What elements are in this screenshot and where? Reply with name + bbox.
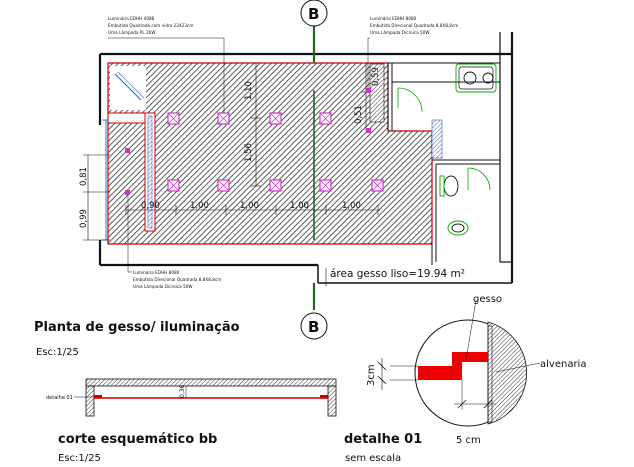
fixture-square-2 [217, 112, 230, 125]
dim-h1: 0,90 [141, 201, 160, 211]
door-swings [397, 87, 491, 191]
fixture-label-tl-1: Luminária EDHH 4088 [108, 16, 155, 21]
dim-h3: 1,00 [240, 201, 259, 211]
detail-gesso-label: gesso [473, 294, 502, 305]
dim-v4: 0,51 [354, 105, 364, 124]
spot-fixture-4 [366, 128, 371, 133]
dim-v5: 0,81 [79, 167, 89, 186]
detail-dim-horizontal: 5 cm [456, 435, 481, 446]
leader-lines [108, 37, 370, 273]
fixture-label-tr-2: Embutida Direcional Quadrada 8,8X8,8cm [370, 23, 458, 28]
dim-v3: 0,59 [371, 67, 381, 86]
section-marker-top: B [300, 0, 328, 27]
left-column [107, 112, 151, 124]
light-fixtures [125, 88, 384, 195]
plan-title: Planta de gesso/ iluminação [34, 320, 240, 335]
fixture-square-3 [269, 112, 282, 125]
fixture-label-top-left: Luminária EDHH 4088 Embutida Quadrada co… [108, 16, 193, 35]
fixture-label-b-2: Embutida Direcional Quadrada 8,8X8,8cm [133, 277, 221, 282]
spot-fixture-3 [366, 88, 371, 93]
fixture-label-tl-3: Uma Lâmpada PL 26W [108, 30, 155, 35]
fixture-square-9 [371, 179, 384, 192]
plan-scale: Esc:1/25 [36, 347, 79, 358]
dimension-texts: 0,90 1,00 1,00 1,00 1,00 1,10 1,56 0,59 … [79, 67, 381, 228]
fixture-label-b-3: Uma Lâmpada Dicroica 50W [133, 284, 193, 289]
section-height-label: 0,36 [179, 384, 186, 398]
fixture-square-5 [167, 179, 180, 192]
fixture-square-8 [319, 179, 332, 192]
fixture-square-6 [217, 179, 230, 192]
section-marker-bottom: B [300, 312, 328, 340]
section-marker-bottom-label: B [308, 318, 319, 336]
fixture-label-top-right: Luminária EDHH 8080 Embutida Direcional … [370, 16, 458, 35]
dim-v2: 1,56 [244, 143, 254, 162]
detail-alvenaria-label: alvenaria [540, 359, 586, 370]
fixture-label-b-1: Luminária EDHH 8080 [133, 270, 180, 275]
toilet-fixture [439, 175, 469, 236]
outer-walls [98, 32, 514, 284]
detail-01: gesso alvenaria 3cm 5 cm [366, 294, 586, 446]
detail-title: detalhe 01 [344, 432, 422, 447]
detail-dim-vertical: 3cm [366, 364, 377, 386]
sink-fixture [455, 63, 497, 93]
area-label: área gesso liso=19.94 m² [330, 268, 465, 280]
dimension-lines [83, 63, 380, 241]
fixture-label-tr-1: Luminária EDHH 8080 [370, 16, 417, 21]
fixture-square-4 [319, 112, 332, 125]
detail-subtitle: sem escala [345, 453, 401, 463]
dim-h5: 1,00 [342, 201, 361, 211]
floor-plan [83, 26, 514, 310]
dim-h4: 1,00 [290, 201, 309, 211]
fixture-square-7 [269, 179, 282, 192]
fixture-square-1 [167, 112, 180, 125]
dim-v1: 1,10 [244, 81, 254, 100]
section-marker-top-label: B [308, 5, 319, 23]
spot-fixture-1 [125, 148, 130, 153]
dim-v6: 0,99 [79, 209, 89, 228]
section-bb: 0,36 detalhe 01 [46, 378, 337, 417]
spot-fixture-2 [125, 190, 130, 195]
section-title: corte esquemático bb [58, 432, 217, 447]
section-detail-ref: detalhe 01 [46, 395, 73, 401]
fixture-label-tr-3: Uma Lâmpada Dicroica 50W [370, 30, 430, 35]
fixture-label-tl-2: Embutida Quadrada com vidro 23X23cm [108, 23, 193, 28]
clear-zone [110, 66, 146, 110]
section-scale: Esc:1/25 [58, 453, 101, 463]
fixture-label-bottom: Luminária EDHH 8080 Embutida Direcional … [133, 270, 221, 289]
dim-h2: 1,00 [190, 201, 209, 211]
